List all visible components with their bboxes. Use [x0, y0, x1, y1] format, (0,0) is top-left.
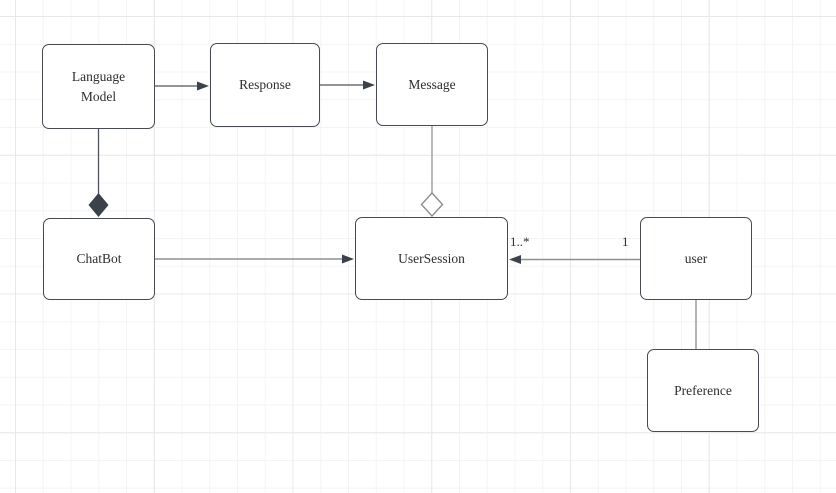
aggregation-diamond-icon [420, 191, 444, 218]
composition-diamond-icon [88, 193, 109, 217]
multiplicity-label-target[interactable]: 1..* [510, 234, 530, 249]
edge-chatbot-to-user-session[interactable] [155, 254, 354, 264]
node-user-session[interactable]: UserSession [355, 217, 508, 300]
node-label: Language Model [71, 68, 126, 104]
node-preference[interactable]: Preference [647, 349, 759, 432]
arrowhead-icon [197, 81, 209, 91]
multiplicity-label-source[interactable]: 1 [622, 234, 629, 249]
node-language-model[interactable]: Language Model [42, 44, 155, 129]
arrowhead-icon [342, 254, 354, 264]
edge-language-model-to-response[interactable] [155, 81, 209, 91]
arrowhead-icon [509, 255, 521, 264]
arrowhead-icon [363, 80, 375, 90]
edge-language-model-to-chatbot[interactable] [88, 129, 109, 217]
node-label: ChatBot [76, 251, 122, 266]
node-message[interactable]: Message [376, 43, 488, 126]
node-response[interactable]: Response [210, 43, 320, 127]
node-chatbot[interactable]: ChatBot [43, 218, 155, 300]
node-label: UserSession [398, 250, 465, 266]
node-label: Message [408, 76, 456, 92]
edge-response-to-message[interactable] [320, 80, 375, 90]
edge-user-to-user-session[interactable] [509, 255, 640, 264]
node-label: Response [239, 77, 291, 92]
edge-message-to-user-session[interactable] [420, 126, 444, 218]
node-user[interactable]: user [640, 217, 752, 300]
node-label: user [684, 250, 708, 266]
node-label: Preference [674, 382, 732, 398]
